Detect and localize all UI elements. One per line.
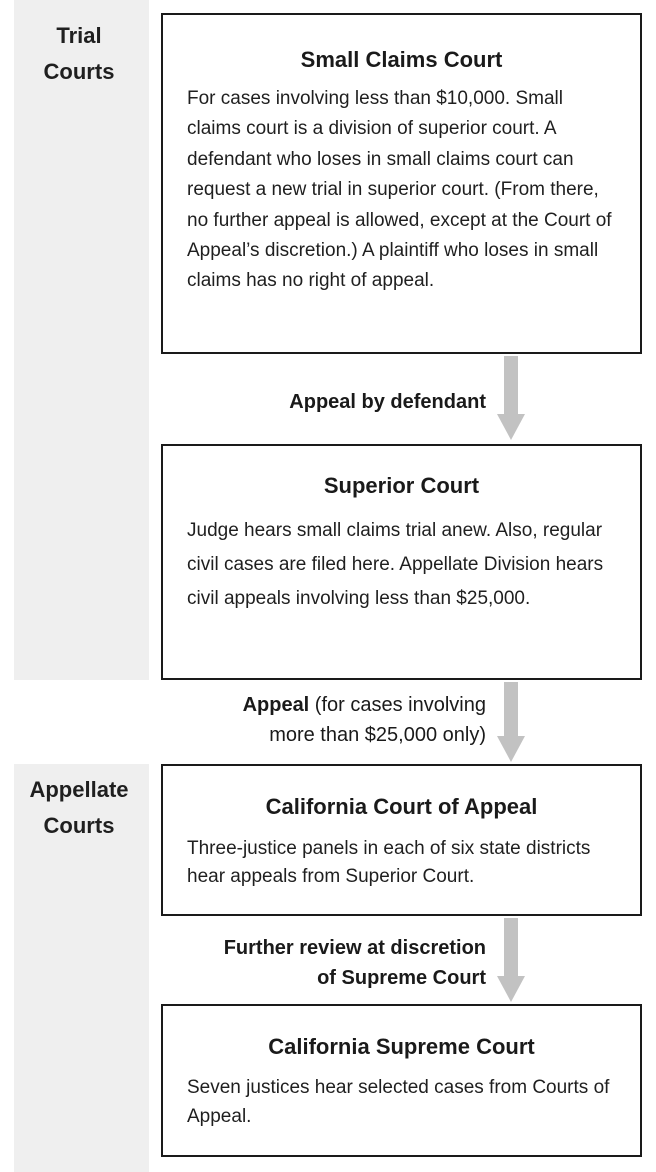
court-of-appeal-box: California Court of Appeal Three-justice… [161, 764, 642, 916]
supreme-court-title: California Supreme Court [268, 1034, 535, 1059]
supreme-court-description: Seven justices hear selected cases from … [187, 1077, 610, 1127]
appellate-courts-label: Appellate Courts [29, 777, 129, 838]
appeal-over-25000-label: Appeal (for cases involving more than $2… [242, 694, 486, 746]
superior-court-title: Superior Court [323, 473, 480, 498]
supreme-court-box: California Supreme Court Seven justices … [161, 1004, 642, 1157]
small-claims-court-title: Small Claims Court [300, 47, 503, 72]
superior-court-description: Judge hears small claims trial anew. Als… [187, 520, 604, 609]
small-claims-court-box: Small Claims Court For cases involving l… [161, 13, 642, 354]
down-arrow-icon [497, 918, 525, 1002]
trial-courts-label: Trial Courts [43, 23, 115, 84]
further-review-label: Further review at discretion of Supreme … [223, 937, 486, 989]
court-of-appeal-description: Three-justice panels in each of six stat… [187, 838, 591, 887]
down-arrow-icon [497, 356, 525, 440]
down-arrow-icon [497, 682, 525, 762]
trial-courts-band [14, 0, 149, 680]
superior-court-box: Superior Court Judge hears small claims … [161, 444, 642, 680]
appeal-by-defendant-label: Appeal by defendant [289, 391, 486, 413]
small-claims-court-description: For cases involving less than $10,000. S… [187, 88, 612, 292]
court-of-appeal-title: California Court of Appeal [265, 794, 538, 819]
appellate-courts-band [14, 764, 149, 1172]
